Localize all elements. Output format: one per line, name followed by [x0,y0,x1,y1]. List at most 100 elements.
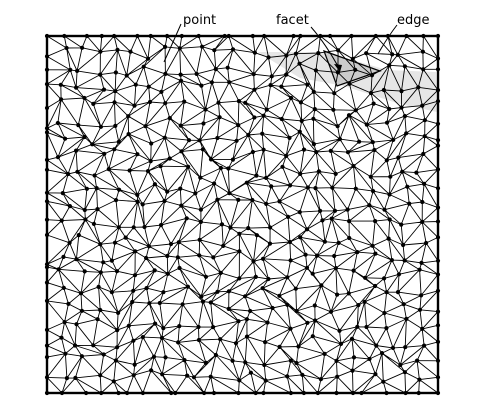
mesh-point [243,294,248,299]
mesh-point [289,95,294,101]
mesh-point [381,379,386,384]
mesh-point [345,207,350,212]
mesh-point [396,155,401,160]
mesh-point [353,67,358,72]
mesh-point [296,344,301,349]
mesh-point [200,44,205,49]
mesh-point [251,259,256,264]
mesh-point [398,362,403,368]
mesh-point [98,307,103,313]
mesh-point [262,362,267,368]
mesh-point [304,265,310,270]
mesh-point [267,241,273,246]
mesh-point [333,171,338,176]
mesh-point [79,308,84,313]
mesh-point [55,155,61,160]
mesh-point [133,249,138,254]
mesh-point [371,189,376,194]
mesh-point [313,186,318,191]
mesh-point [279,116,284,122]
mesh-point [114,269,120,274]
mesh-point [420,49,425,54]
mesh-point [131,288,136,293]
mesh-point [144,286,149,291]
mesh-point [179,149,184,154]
mesh-point [384,290,389,295]
mesh-point [109,290,114,295]
mesh-point [131,225,136,230]
mesh-point [91,343,96,348]
mesh-point [234,138,239,143]
mesh-point [400,169,405,174]
mesh-point [370,243,375,248]
mesh-point [132,362,137,367]
mesh-point [402,64,407,69]
mesh-point [402,114,407,119]
mesh-point [62,320,67,325]
mesh-point [91,221,96,226]
mesh-point [244,334,250,339]
mesh-point [318,208,323,213]
mesh-point [303,252,308,257]
mesh-point [212,181,217,186]
mesh-point [63,351,68,356]
mesh-point [264,107,269,112]
mesh-point [73,343,78,348]
mesh-point [311,116,316,121]
mesh-point [226,289,231,294]
mesh-point [266,55,271,60]
mesh-point [178,72,183,77]
mesh-point [82,207,87,213]
mesh-point [82,269,87,274]
mesh-point [335,374,340,379]
mesh-point [332,91,337,96]
mesh-point [95,207,100,212]
mesh-point [148,159,153,164]
mesh-point [328,148,333,153]
mesh-point [417,307,423,312]
mesh-point [419,293,424,298]
mesh-point [288,358,293,363]
mesh-point [230,157,235,162]
mesh-point [182,99,187,104]
mesh-point [146,244,152,249]
mesh-point [237,231,242,236]
mesh-point [399,105,404,110]
mesh-point [74,322,79,327]
mesh-point [76,233,81,238]
mesh-point [301,147,307,152]
mesh-point [157,300,162,306]
mesh-point [237,249,242,254]
mesh-point [364,51,369,56]
mesh-point [146,84,151,89]
mesh-point [79,354,84,359]
mesh-point [287,239,292,245]
mesh-point [329,216,334,221]
mesh-point [237,378,242,383]
mesh-point [335,292,340,297]
mesh-point [335,70,340,75]
mesh-point [117,187,122,192]
mesh-point [417,267,422,272]
mesh-point [66,171,71,177]
mesh-point [68,67,73,72]
mesh-point [284,153,289,158]
mesh-point [346,113,352,118]
mesh-point [399,89,404,94]
mesh-point [373,251,378,256]
mesh-point [128,49,133,54]
mesh-point [279,84,284,89]
mesh-point [402,258,407,263]
mesh-point [115,345,120,350]
mesh-point [336,48,341,53]
mesh-point [98,124,103,129]
mesh-point [351,268,356,273]
mesh-point [126,323,131,328]
mesh-point [94,186,99,191]
mesh-point [80,45,85,50]
mesh-point [285,374,290,379]
mesh-point [266,276,271,282]
edge-leader [377,24,398,55]
mesh-point [112,147,117,152]
mesh-point [313,318,318,323]
